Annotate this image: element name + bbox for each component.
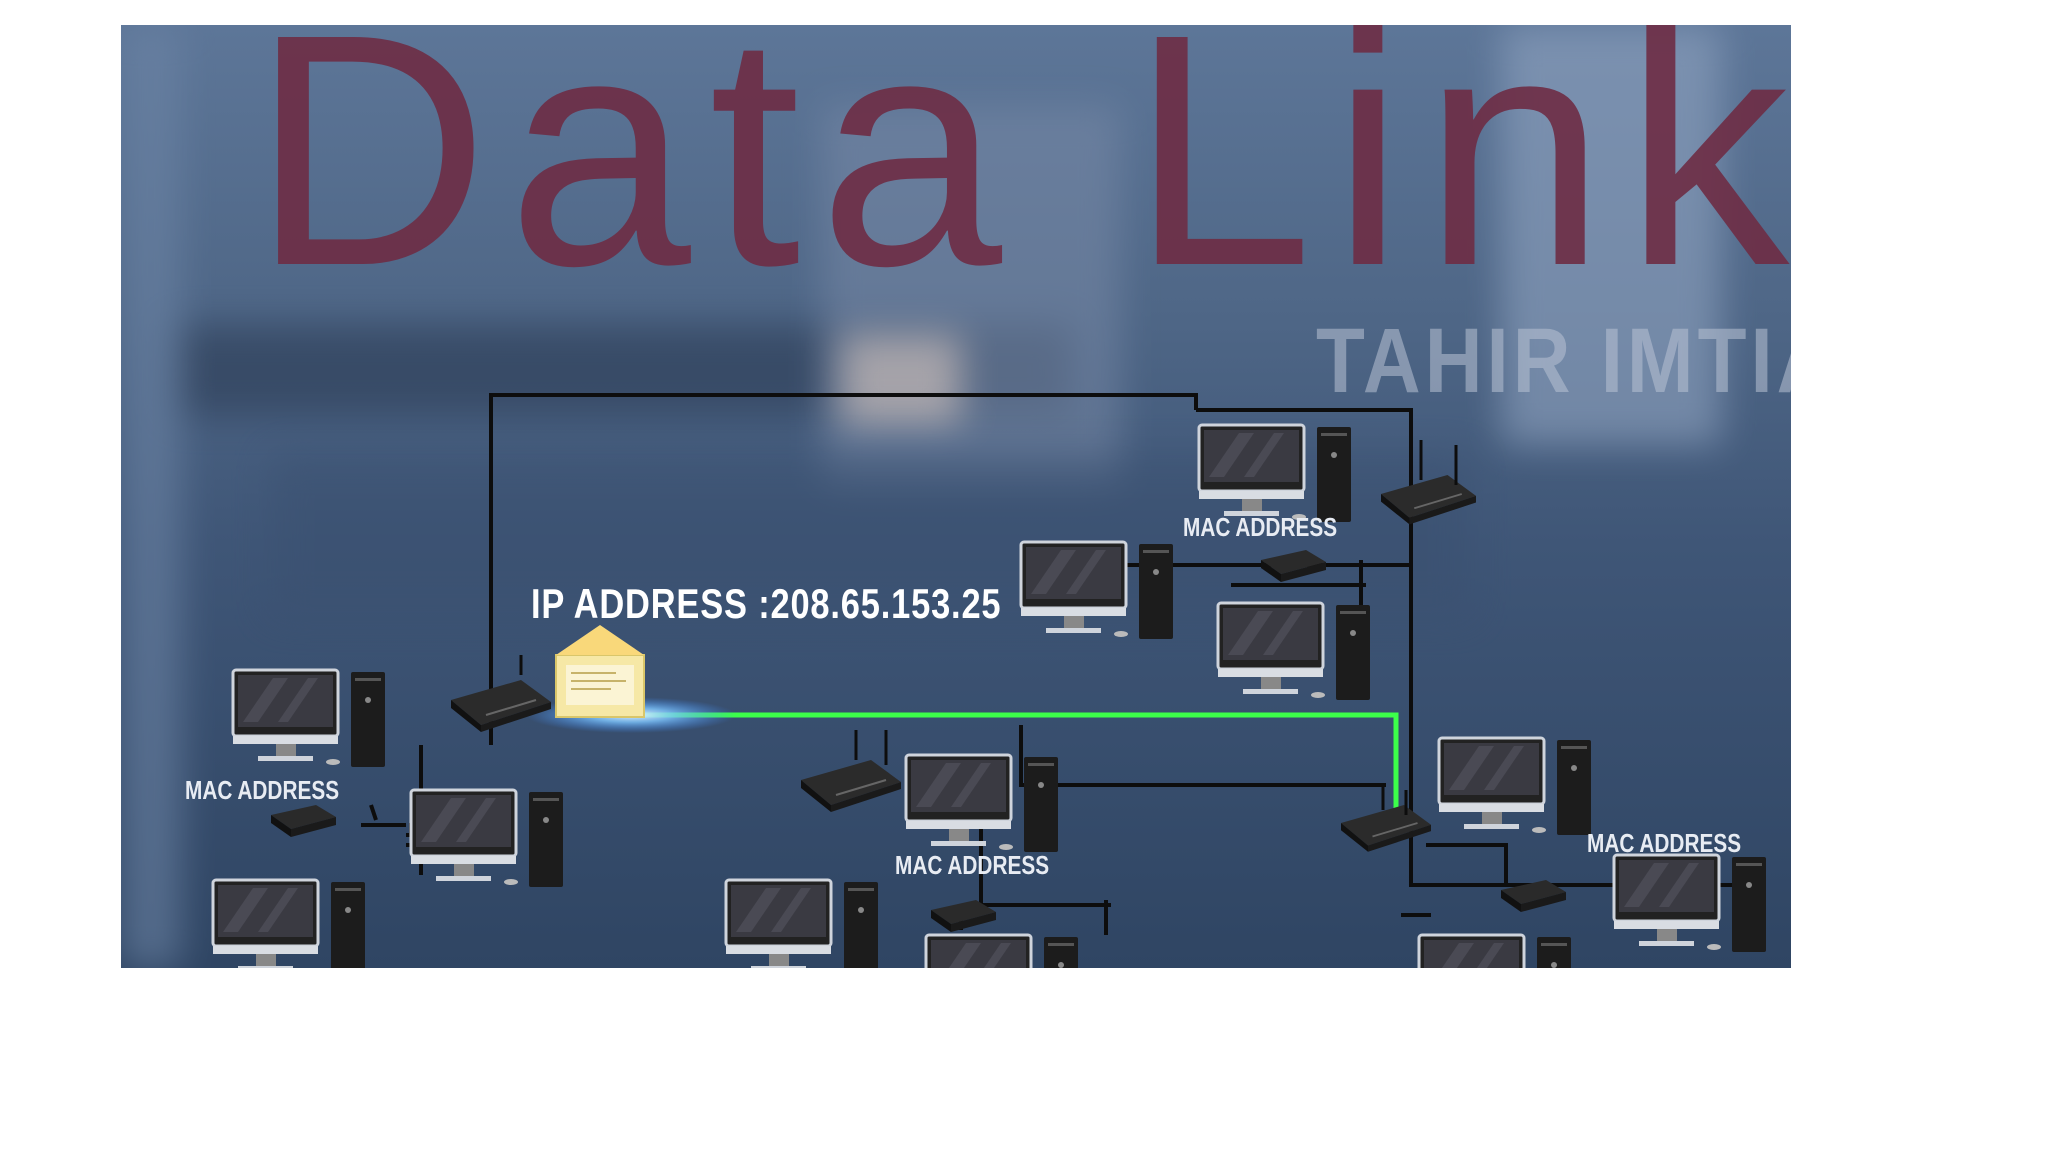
router-bottom-right xyxy=(1340,804,1432,853)
bg-shape xyxy=(121,25,181,968)
mac-address-label-center: MAC ADDRESS xyxy=(895,850,1050,880)
router-left xyxy=(450,679,552,733)
mac-address-label-left: MAC ADDRESS xyxy=(185,775,340,805)
envelope-icon xyxy=(555,625,645,718)
bg-shape xyxy=(841,335,961,425)
video-title: Data Link xyxy=(251,25,1791,334)
router-top-right xyxy=(1380,474,1477,526)
ip-address-label: IP ADDRESS :208.65.153.25 xyxy=(531,580,1002,627)
cables xyxy=(361,393,1741,935)
author-watermark: TAHIR IMTIAZ xyxy=(1316,309,1791,412)
mac-address-label-top: MAC ADDRESS xyxy=(1183,512,1338,542)
router-center xyxy=(800,759,902,813)
active-link xyxy=(641,712,1399,815)
mac-address-label-right: MAC ADDRESS xyxy=(1587,828,1742,858)
network-diagram xyxy=(211,393,1768,968)
video-frame: Data Link TAHIR IMTIAZ xyxy=(121,25,1791,968)
switch-left xyxy=(271,805,336,837)
bg-shape xyxy=(1501,25,1721,445)
switch-top xyxy=(1261,550,1326,582)
